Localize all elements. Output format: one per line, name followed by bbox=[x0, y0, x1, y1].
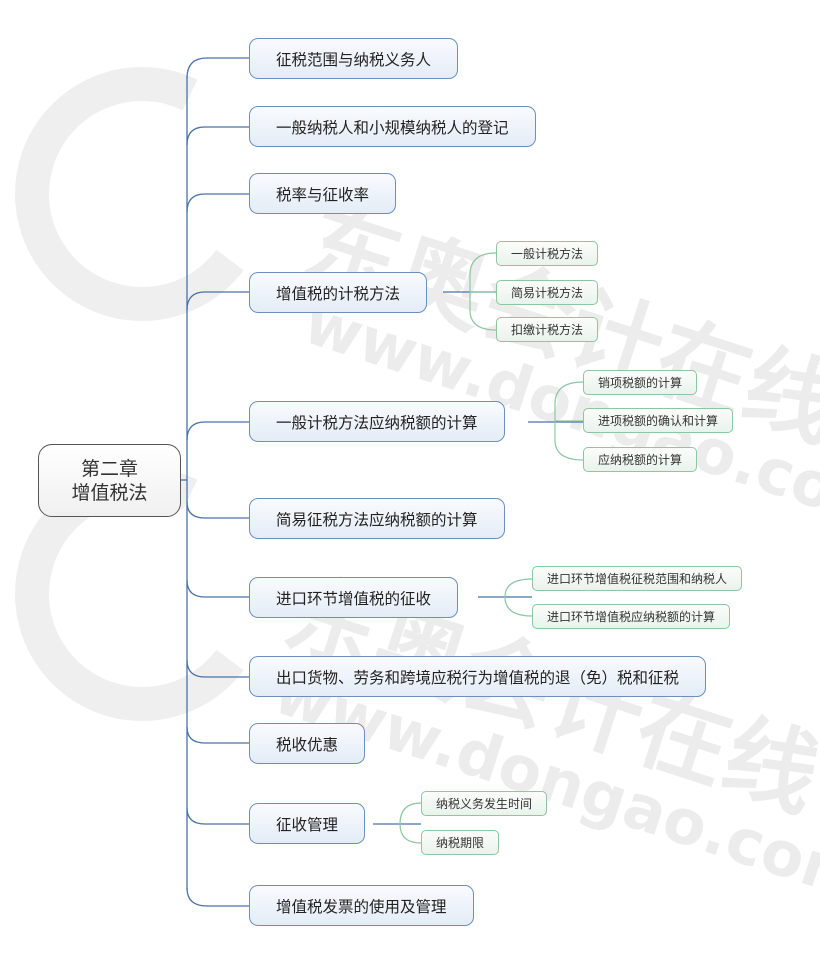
subtopic-label: 一般计税方法 bbox=[511, 247, 584, 261]
subtopic-output-tax[interactable]: 销项税额的计算 bbox=[583, 370, 698, 395]
topic-label: 增值税的计税方法 bbox=[276, 284, 401, 303]
subtopic-withholding-method[interactable]: 扣缴计税方法 bbox=[496, 317, 599, 342]
topic-import-vat[interactable]: 进口环节增值税的征收 bbox=[249, 577, 459, 618]
subtopic-label: 简易计税方法 bbox=[511, 286, 584, 300]
subtopic-label: 进口环节增值税征税范围和纳税人 bbox=[547, 572, 728, 586]
topic-tax-incentives[interactable]: 税收优惠 bbox=[249, 723, 366, 764]
subtopic-label: 进项税额的确认和计算 bbox=[598, 414, 719, 428]
subtopic-label: 应纳税额的计算 bbox=[598, 453, 683, 467]
topic-tax-calculation-methods[interactable]: 增值税的计税方法 bbox=[249, 272, 428, 313]
topic-label: 简易征税方法应纳税额的计算 bbox=[276, 510, 478, 529]
subtopic-label: 进口环节增值税应纳税额的计算 bbox=[547, 610, 716, 624]
subtopic-import-calculation[interactable]: 进口环节增值税应纳税额的计算 bbox=[532, 604, 731, 629]
topic-export-refund[interactable]: 出口货物、劳务和跨境应税行为增值税的退（免）税和征税 bbox=[249, 656, 707, 697]
topic-tax-rates[interactable]: 税率与征收率 bbox=[249, 173, 397, 214]
subtopic-input-tax[interactable]: 进项税额的确认和计算 bbox=[583, 408, 734, 433]
root-title: 第二章 bbox=[80, 457, 138, 480]
subtopic-label: 纳税义务发生时间 bbox=[436, 797, 533, 811]
subtopic-label: 纳税期限 bbox=[436, 836, 485, 850]
topic-simple-method-calculation[interactable]: 简易征税方法应纳税额的计算 bbox=[249, 498, 505, 539]
topic-label: 一般纳税人和小规模纳税人的登记 bbox=[276, 118, 509, 137]
topic-label: 税收优惠 bbox=[276, 735, 339, 754]
topic-collection-management[interactable]: 征收管理 bbox=[249, 803, 366, 844]
topic-general-method-calculation[interactable]: 一般计税方法应纳税额的计算 bbox=[249, 401, 505, 442]
root-node[interactable]: 第二章 增值税法 bbox=[38, 444, 181, 517]
root-subtitle: 增值税法 bbox=[71, 481, 148, 504]
topic-invoice-management[interactable]: 增值税发票的使用及管理 bbox=[249, 885, 474, 926]
subtopic-general-method[interactable]: 一般计税方法 bbox=[496, 241, 599, 266]
topic-label: 征税范围与纳税义务人 bbox=[276, 50, 432, 69]
subtopic-label: 扣缴计税方法 bbox=[511, 323, 584, 337]
topic-label: 出口货物、劳务和跨境应税行为增值税的退（免）税和征税 bbox=[276, 668, 680, 687]
subtopic-tax-payable[interactable]: 应纳税额的计算 bbox=[583, 447, 698, 472]
topic-label: 进口环节增值税的征收 bbox=[276, 589, 432, 608]
subtopic-label: 销项税额的计算 bbox=[598, 376, 683, 390]
topic-label: 征收管理 bbox=[276, 815, 339, 834]
subtopic-obligation-time[interactable]: 纳税义务发生时间 bbox=[421, 791, 548, 816]
topic-label: 税率与征收率 bbox=[276, 185, 370, 204]
subtopic-tax-period[interactable]: 纳税期限 bbox=[421, 830, 500, 855]
subtopic-simple-method[interactable]: 简易计税方法 bbox=[496, 280, 599, 305]
topic-label: 一般计税方法应纳税额的计算 bbox=[276, 413, 478, 432]
topic-label: 增值税发票的使用及管理 bbox=[276, 897, 447, 916]
topic-taxpayer-registration[interactable]: 一般纳税人和小规模纳税人的登记 bbox=[249, 106, 536, 147]
topic-scope-and-taxpayers[interactable]: 征税范围与纳税义务人 bbox=[249, 38, 459, 79]
subtopic-import-scope[interactable]: 进口环节增值税征税范围和纳税人 bbox=[532, 566, 743, 591]
